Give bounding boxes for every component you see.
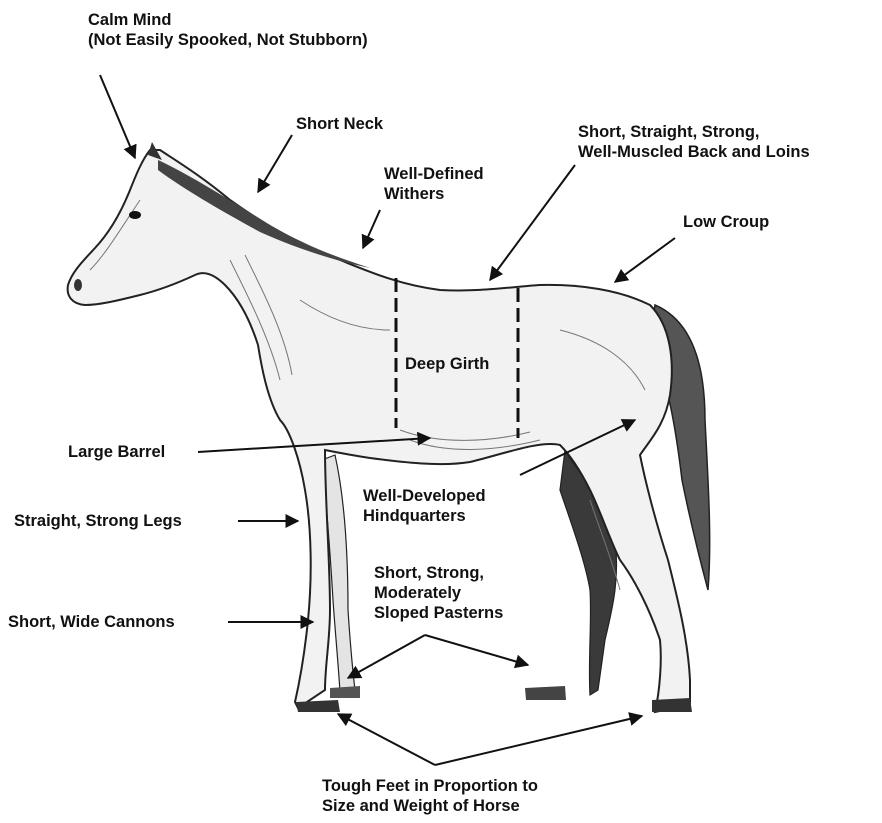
horse-nostril — [74, 279, 82, 291]
pastern-arrow-left — [348, 635, 425, 678]
front-hoof-near — [296, 700, 340, 712]
label-croup: Low Croup — [683, 212, 769, 232]
label-withers: Well-Defined Withers — [384, 164, 484, 204]
withers-arrow — [363, 210, 380, 248]
hind-hoof-near — [652, 698, 692, 712]
horse-eye — [129, 211, 141, 219]
label-deep-girth: Deep Girth — [405, 354, 489, 374]
label-feet: Tough Feet in Proportion to Size and Wei… — [322, 776, 538, 816]
label-cannons: Short, Wide Cannons — [8, 612, 175, 632]
front-hoof-far — [330, 686, 360, 698]
croup-arrow — [615, 238, 675, 282]
label-calm-mind: Calm Mind (Not Easily Spooked, Not Stubb… — [88, 10, 368, 50]
pastern-arrow-right — [425, 635, 528, 665]
label-back: Short, Straight, Strong, Well-Muscled Ba… — [578, 122, 810, 162]
calm-mind-arrow — [100, 75, 135, 158]
short-neck-arrow — [258, 135, 292, 192]
back-arrow — [490, 165, 575, 280]
label-hindquarters: Well-Developed Hindquarters — [363, 486, 486, 526]
hind-hoof-far — [525, 686, 566, 700]
label-pasterns: Short, Strong, Moderately Sloped Pastern… — [374, 563, 503, 623]
feet-arrow-right — [435, 716, 642, 765]
label-large-barrel: Large Barrel — [68, 442, 165, 462]
label-short-neck: Short Neck — [296, 114, 383, 134]
feet-arrow-left — [338, 714, 435, 765]
label-legs: Straight, Strong Legs — [14, 511, 182, 531]
